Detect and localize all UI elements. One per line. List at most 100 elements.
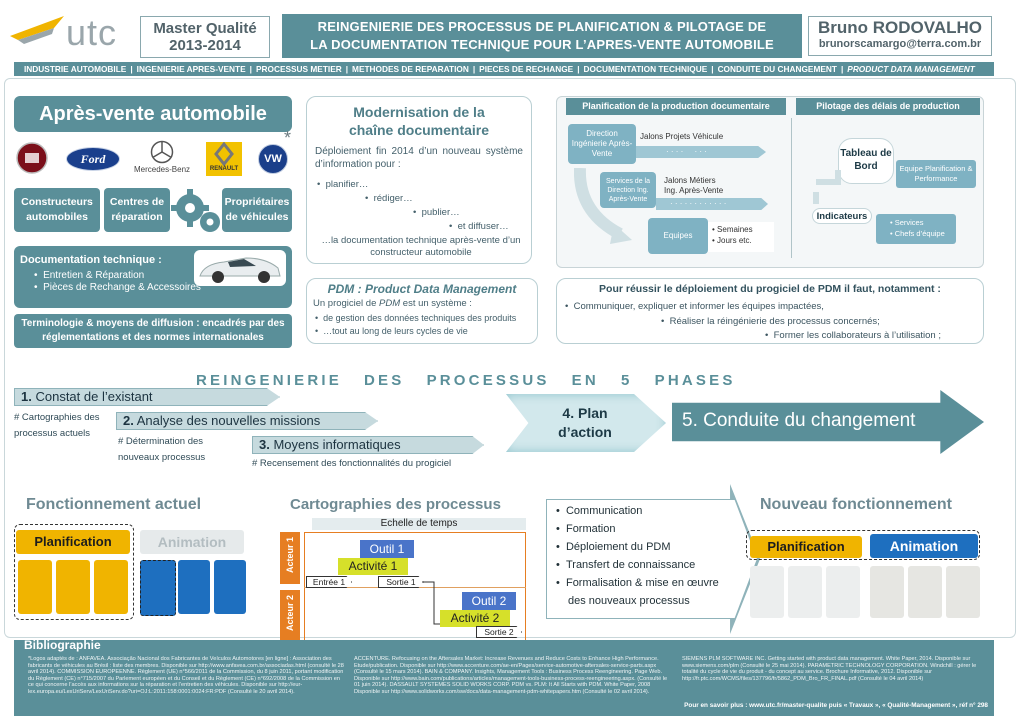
phases-title: REINGENIERIE DES PROCESSUS EN 5 PHASES: [196, 372, 736, 389]
bibliography-col-3: SIEMENS PLM SOFTWARE INC. Getting starte…: [682, 656, 977, 682]
current-title: Fonctionnement actuel: [26, 496, 202, 513]
modernisation-outro: …la documentation technique après-vente …: [321, 235, 521, 258]
carto-output-1: Sortie 1: [378, 576, 424, 588]
vw-logo-icon: VW: [258, 144, 288, 174]
bibliography-col-1: *Logos adaptés de : ANFAVEA. Associação …: [28, 656, 344, 695]
current-anim-tile: [178, 560, 210, 614]
actor-manufacturers: Constructeurs automobiles: [14, 188, 100, 232]
future-anim-label: Animation: [870, 534, 978, 558]
future-group: [746, 530, 980, 560]
program-line1: Master Qualité: [153, 20, 257, 37]
ford-logo-icon: Ford: [66, 147, 120, 171]
planning-jalons-vehicle: Jalons Projets Véhicule: [640, 132, 724, 141]
phase-2-note: # Détermination des nouveaux processus: [118, 436, 206, 463]
current-anim-tile: [140, 560, 176, 616]
utc-logo-icon: [10, 16, 64, 44]
pdm-intro: Un progiciel de PDM est un système :: [313, 298, 472, 309]
steering-arrows: [813, 170, 841, 204]
poster-title: REINGENIERIE DES PROCESSUS DE PLANIFICAT…: [282, 14, 802, 58]
pdm-item: • …tout au long de leurs cycles de vie: [315, 326, 468, 336]
future-tile: [946, 566, 980, 618]
keyword-item: INDUSTRIE AUTOMOBILE: [24, 64, 127, 74]
future-tile: [750, 566, 784, 618]
carto-tool-1: Outil 1: [360, 540, 414, 558]
planning-jalons-metier: Jalons Métiers Ing. Après-Vente: [664, 176, 724, 195]
tech-doc-item: • Pièces de Rechange & Accessoires: [34, 282, 201, 293]
steering-title: Pilotage des délais de production: [796, 98, 980, 115]
aftersales-title: Après-vente automobile: [14, 96, 292, 132]
keyword-item: INGENIERIE APRES-VENTE: [136, 64, 246, 74]
carto-scale: Echelle de temps: [312, 518, 526, 530]
phase-1-note: # Cartographies des processus actuels: [14, 412, 100, 439]
steering-dashboard: Tableau de Bord: [838, 138, 894, 184]
mercedes-label: Mercedes-Benz: [134, 165, 191, 174]
modernisation-panel: Modernisation de la chaîne documentaire …: [306, 96, 532, 264]
planning-box-services: Services de la Direction Ing. Après-Vent…: [600, 172, 656, 208]
poster-title-line1: REINGENIERIE DES PROCESSUS DE PLANIFICAT…: [317, 19, 767, 34]
program-box: Master Qualité 2013-2014: [140, 16, 270, 58]
car-image: [194, 250, 286, 286]
future-tile: [870, 566, 904, 618]
carto-output-2: Sortie 2: [476, 626, 522, 638]
author-box: Bruno RODOVALHO brunorscamargo@terra.com…: [808, 16, 992, 56]
author-name: Bruno RODOVALHO: [817, 18, 982, 37]
current-anim-tile: [214, 560, 246, 614]
gears-icon: [171, 189, 220, 232]
carto-actor-2: Acteur 2: [280, 590, 300, 642]
future-tile: [788, 566, 822, 618]
brand-logos: Ford Mercedes-Benz RENAULT VW: [14, 140, 294, 178]
planning-units: • Semaines • Jours etc.: [708, 222, 774, 252]
terminology-box: Terminologie & moyens de diffusion : enc…: [14, 314, 292, 348]
success-item: • Communiquer, expliquer et informer les…: [565, 301, 824, 312]
keyword-item: METHODES DE REPARATION: [352, 64, 469, 74]
planning-bar-1: · · · · · · ·: [636, 146, 766, 158]
carto-activity-2: Activité 2: [440, 610, 510, 627]
utc-logo-text: utc: [66, 12, 118, 53]
steering-team: Equipe Planification & Performance: [896, 160, 976, 188]
pdm-title: PDM : Product Data Management: [327, 282, 517, 296]
future-tile: [826, 566, 860, 618]
bibliography-title: Bibliographie: [24, 638, 101, 652]
phase-1: 1. Constat de l’existant: [14, 388, 280, 406]
planning-box-direction: Direction Ingénierie Après-Vente: [568, 124, 636, 164]
current-plan-tile: [56, 560, 90, 614]
mercedes-star-icon: [150, 140, 174, 164]
pdm-panel: PDM : Product Data Management Un progici…: [306, 278, 538, 344]
carto-activity-1: Activité 1: [338, 558, 408, 575]
carto-tool-2: Outil 2: [462, 592, 516, 610]
steering-indicators: Indicateurs: [812, 208, 872, 224]
phase-3-note: # Recensement des fonctionnalités du pro…: [252, 458, 452, 469]
poster-title-line2: LA DOCUMENTATION TECHNIQUE POUR L’APRES-…: [310, 37, 774, 52]
tech-doc-item: • Entretien & Réparation: [34, 270, 145, 281]
phase-2: 2. Analyse des nouvelles missions: [116, 412, 378, 430]
change-item: • Formalisation & mise en œuvre des nouv…: [556, 577, 719, 607]
modernisation-intro: Déploiement fin 2014 d’un nouveau systèm…: [315, 146, 523, 170]
carto-input-1: Entrée 1: [306, 576, 352, 588]
success-item: • Former les collaborateurs à l’utilisat…: [765, 330, 941, 341]
phase-3: 3. Moyens informatiques: [252, 436, 484, 454]
change-arrow-inner: [547, 500, 757, 618]
bibliography: Bibliographie *Logos adaptés de : ANFAVE…: [14, 638, 994, 716]
future-tile: [908, 566, 942, 618]
modernisation-item: • publier…: [413, 207, 460, 218]
change-item: • Transfert de connaissance: [556, 559, 696, 571]
current-plan-tile: [18, 560, 52, 614]
current-plan-label: Planification: [16, 530, 130, 554]
actor-repair-centers: Centres de réparation: [104, 188, 170, 232]
tech-doc-box: Documentation technique : • Entretien & …: [14, 246, 292, 308]
keyword-item: PROCESSUS METIER: [255, 64, 342, 74]
modernisation-item: • et diffuser…: [449, 221, 509, 232]
future-title: Nouveau fonctionnement: [760, 496, 953, 513]
actor-owners: Propriétaires de véhicules: [222, 188, 292, 232]
keyword-bar: INDUSTRIE AUTOMOBILE| INGENIERIE APRES-V…: [14, 62, 994, 76]
asterisk: *: [284, 128, 292, 148]
success-item: • Réaliser la réingénierie des processus…: [661, 316, 880, 327]
utc-logo: utc: [8, 12, 136, 56]
modernisation-title: Modernisation de la chaîne documentaire: [348, 104, 490, 138]
pdm-item: • de gestion des données techniques des …: [315, 313, 517, 323]
success-panel: Pour réussir le déploiement du progiciel…: [556, 278, 984, 344]
current-plan-tile: [94, 560, 128, 614]
change-item: • Déploiement du PDM: [556, 541, 671, 553]
tech-doc-title: Documentation technique :: [20, 254, 162, 266]
success-title: Pour réussir le déploiement du progiciel…: [599, 283, 941, 295]
